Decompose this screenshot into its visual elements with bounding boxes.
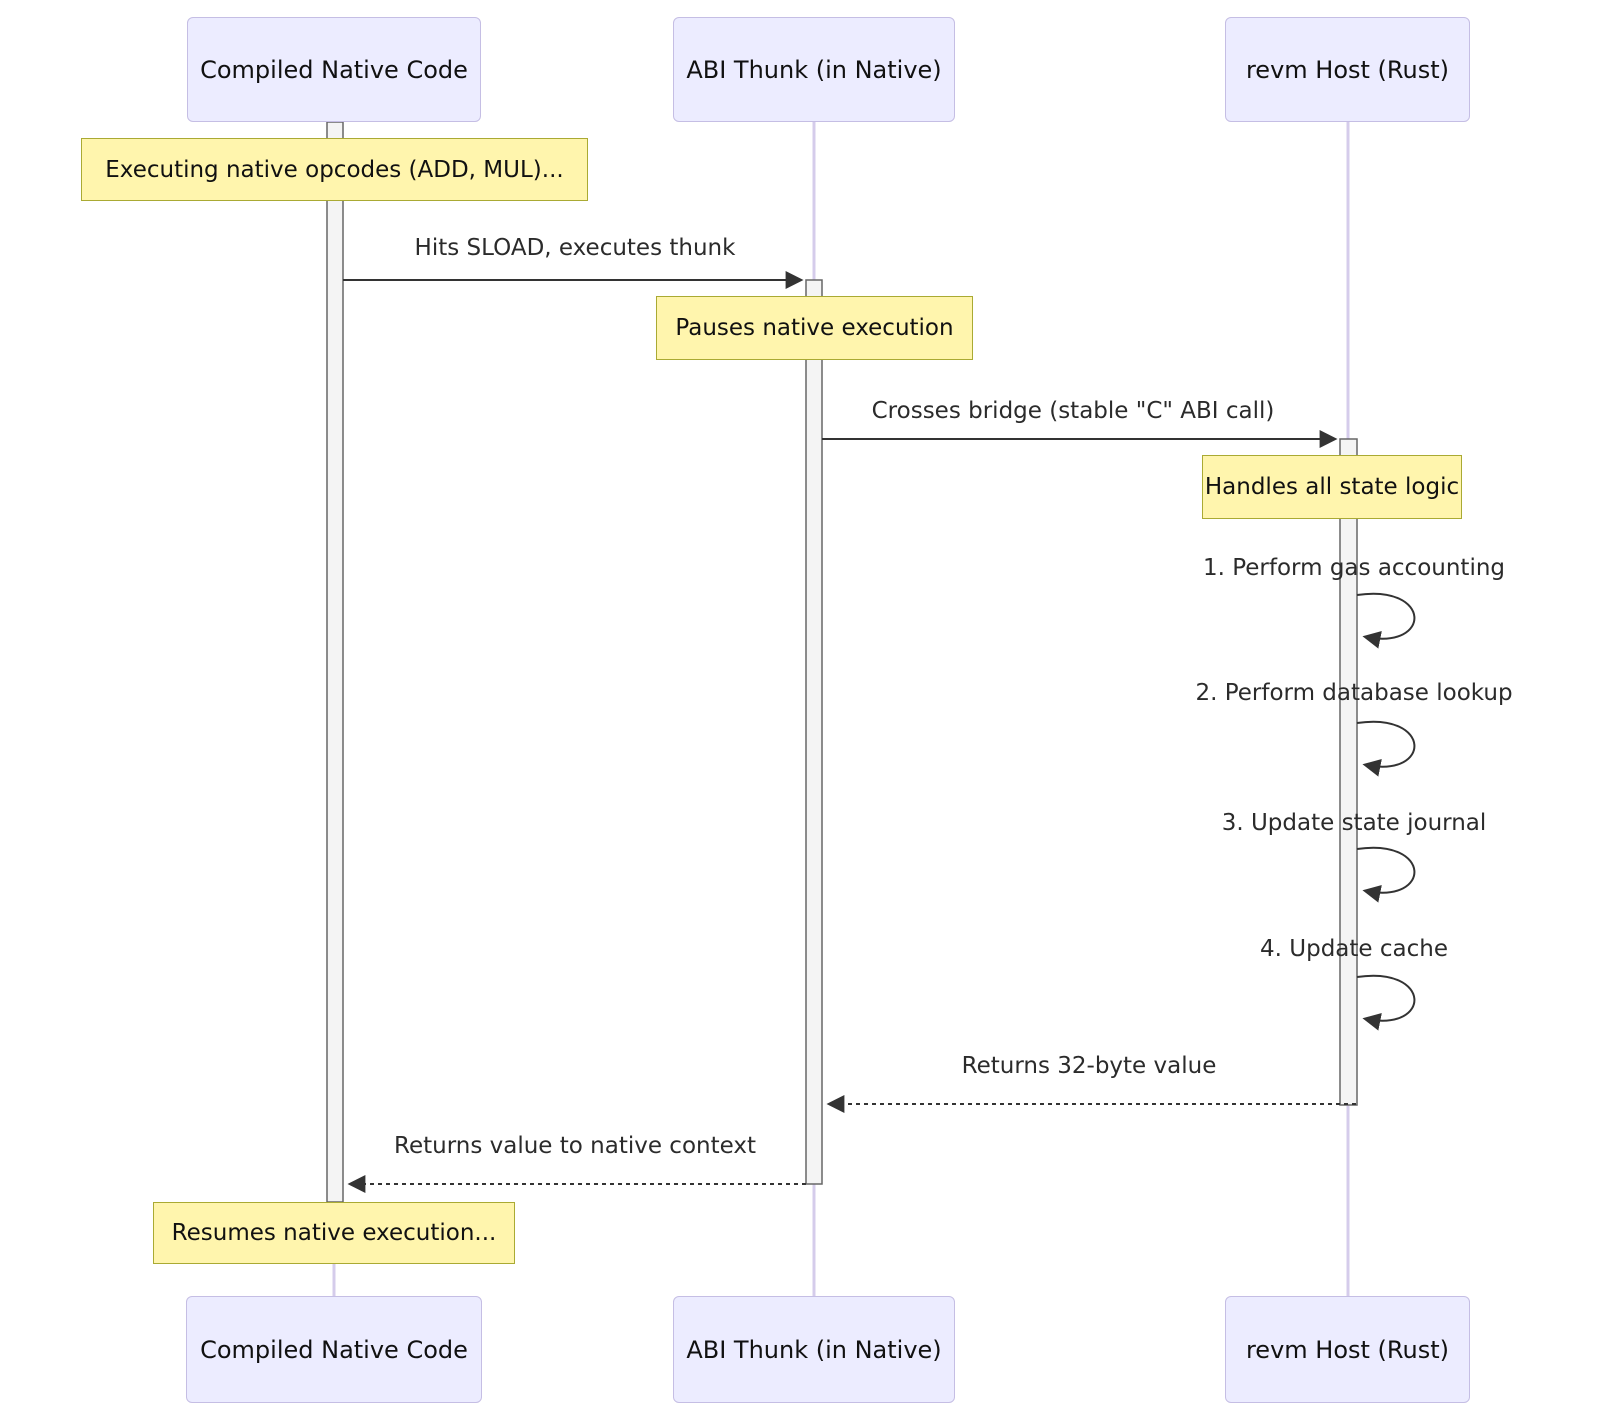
note-handles-state-logic: Handles all state logic — [1202, 455, 1462, 519]
participant-top-revm-host: revm Host (Rust) — [1225, 17, 1470, 122]
participant-bottom-revm-host: revm Host (Rust) — [1225, 1296, 1470, 1403]
self-loop-update-cache — [1356, 974, 1416, 1031]
message-label-crosses-bridge: Crosses bridge (stable "C" ABI call) — [871, 398, 1275, 424]
participant-top-compiled-native-code: Compiled Native Code — [187, 17, 481, 122]
self-loop-database-lookup — [1356, 720, 1416, 777]
message-label-state-journal: 3. Update state journal — [1221, 810, 1487, 836]
message-label-database-lookup: 2. Perform database lookup — [1195, 680, 1513, 706]
activation-compiled-native-code — [326, 121, 344, 1203]
message-label-returns-32-byte: Returns 32-byte value — [961, 1053, 1217, 1079]
message-label-gas-accounting: 1. Perform gas accounting — [1202, 555, 1506, 581]
participant-top-abi-thunk: ABI Thunk (in Native) — [673, 17, 955, 122]
message-label-returns-value: Returns value to native context — [394, 1133, 756, 1159]
self-loop-state-journal — [1356, 846, 1416, 903]
message-label-hits-sload: Hits SLOAD, executes thunk — [414, 235, 736, 261]
participant-bottom-abi-thunk: ABI Thunk (in Native) — [673, 1296, 955, 1403]
activation-abi-thunk — [805, 279, 823, 1185]
message-label-update-cache: 4. Update cache — [1260, 936, 1448, 962]
self-loop-gas-accounting — [1356, 592, 1416, 649]
activation-revm-host — [1339, 438, 1358, 1106]
participant-bottom-compiled-native-code: Compiled Native Code — [186, 1296, 482, 1403]
note-executing-opcodes: Executing native opcodes (ADD, MUL)... — [81, 138, 588, 201]
note-resumes-execution: Resumes native execution... — [153, 1202, 515, 1264]
note-pauses-execution: Pauses native execution — [656, 296, 973, 360]
